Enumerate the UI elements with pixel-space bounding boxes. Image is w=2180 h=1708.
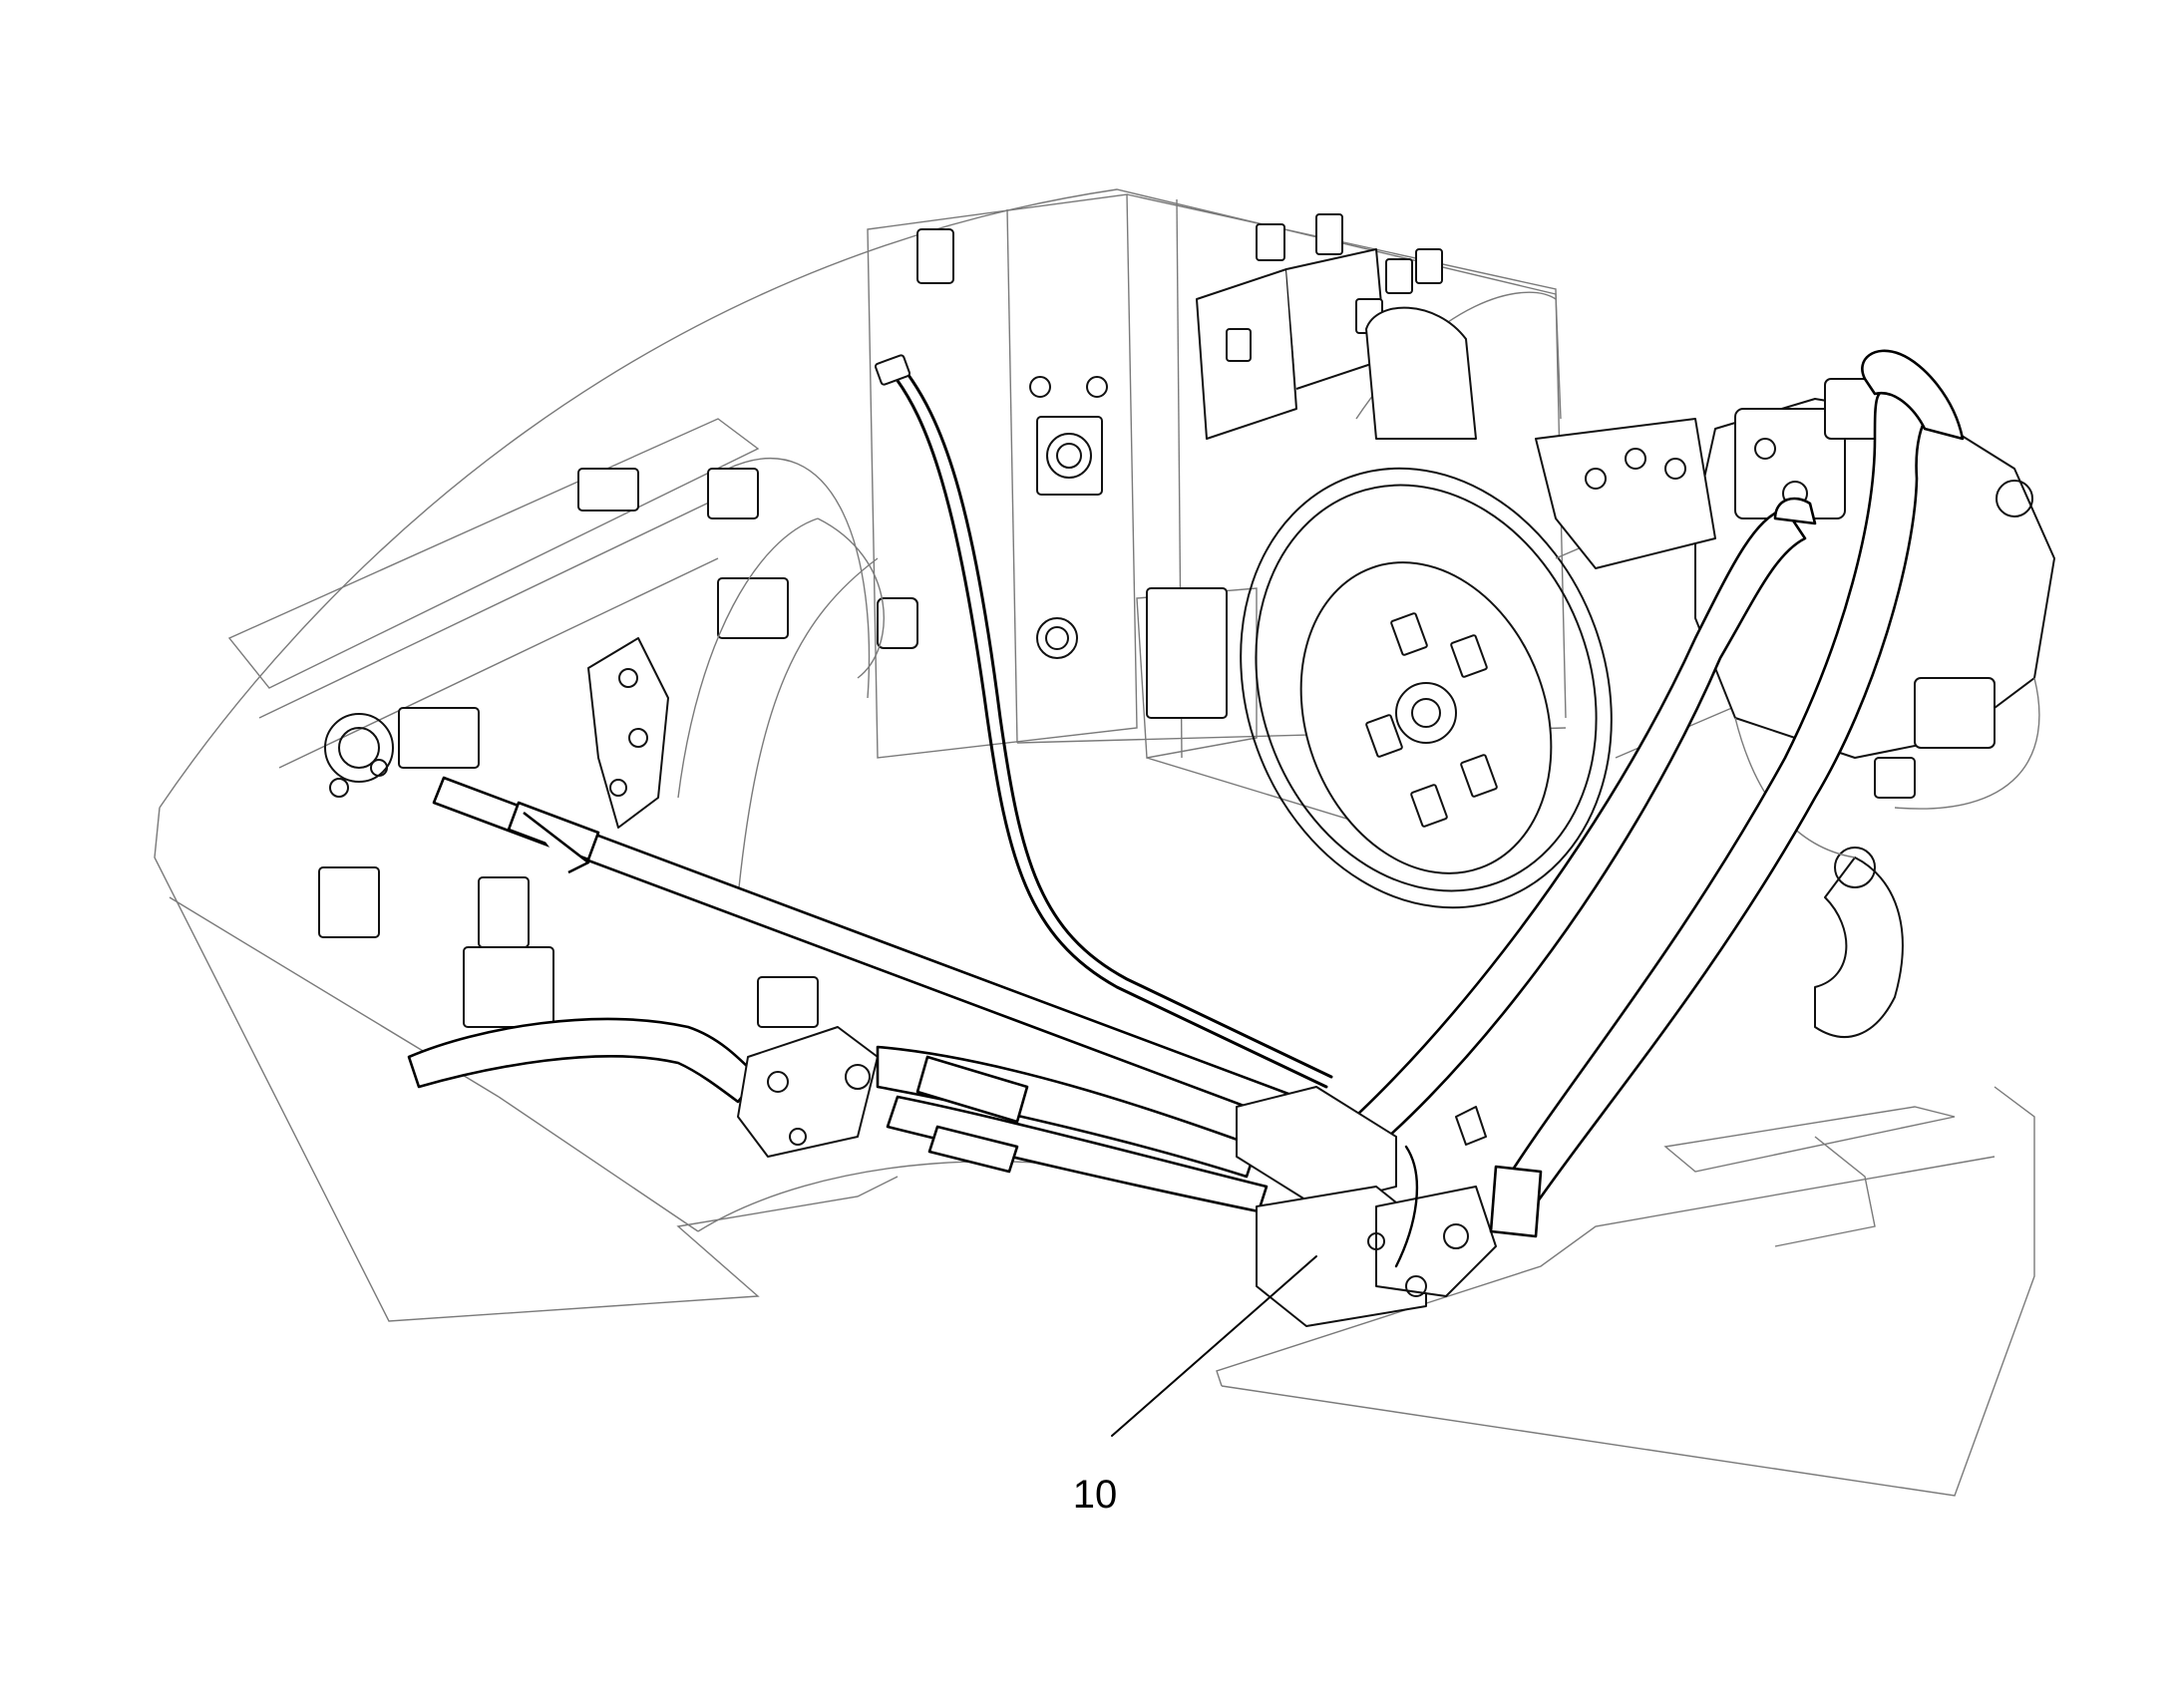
left-valve-cluster	[227, 418, 918, 1028]
supply-hose-lower-left	[407, 1017, 760, 1104]
machine-housing-outline	[154, 188, 2035, 1497]
hydraulic-pump-assembly	[1535, 378, 2055, 1038]
callout-label-10: 10	[1073, 1473, 1118, 1517]
high-pressure-hose-pair	[1294, 349, 1965, 1213]
flywheel-clutch-disc	[1146, 467, 1756, 909]
pressure-valve	[737, 976, 1269, 1213]
manifold-block	[1236, 1086, 1543, 1327]
pilot-hose	[874, 354, 1333, 1089]
callout-10: 10	[1073, 1255, 1317, 1517]
control-valve-block	[1196, 213, 1557, 440]
